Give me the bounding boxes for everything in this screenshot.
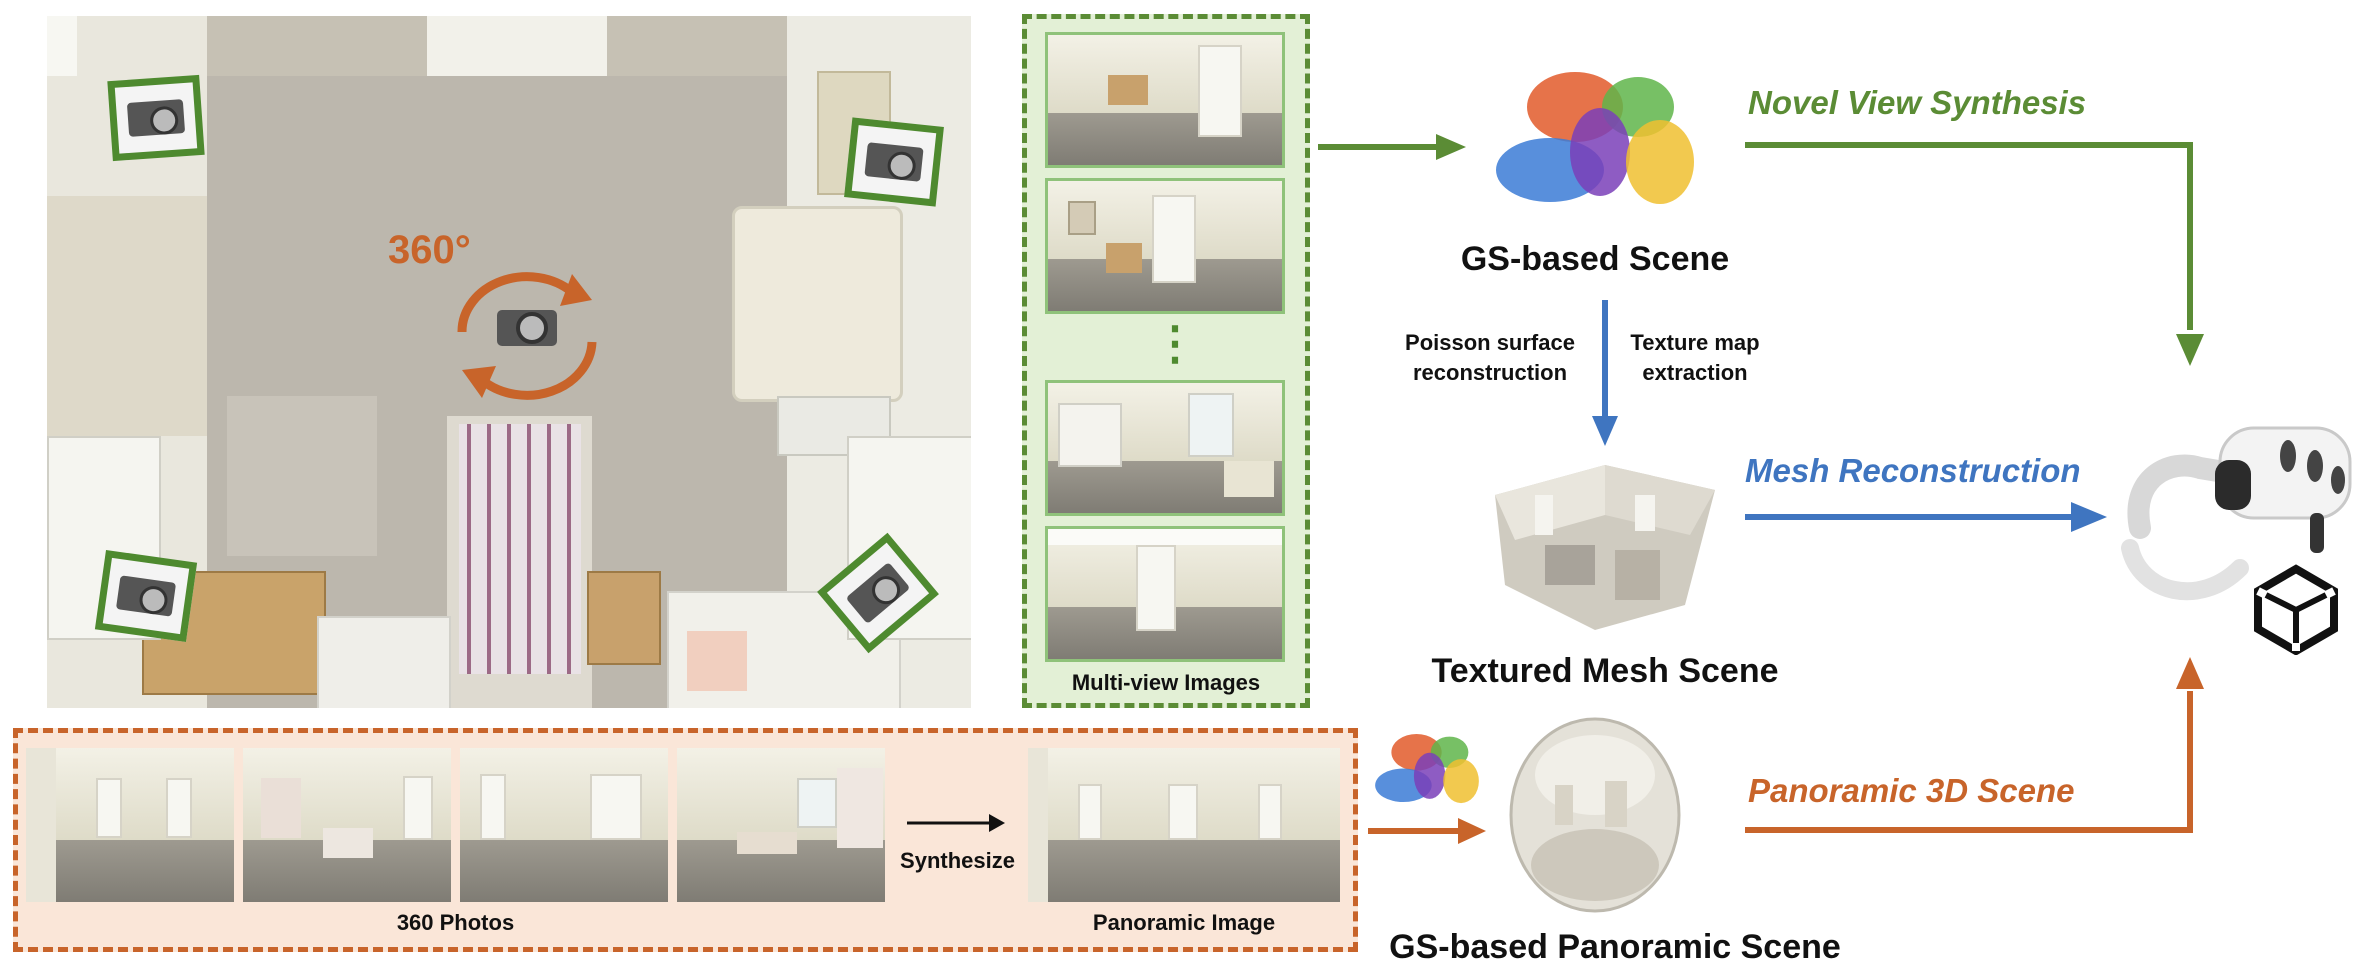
panoramic-sphere-render [1509, 717, 1681, 913]
arrow-to-pano-scene [1368, 818, 1486, 844]
camera-icon [107, 74, 205, 162]
panoramic-image-label: Panoramic Image [1092, 910, 1276, 935]
unity-logo-icon [2254, 564, 2338, 655]
multiview-image [1045, 32, 1285, 168]
multiview-image [1045, 526, 1285, 662]
vr-headset-icon [2121, 426, 2352, 601]
texture-label: Texture map extraction [1630, 330, 1760, 385]
camera-icon [94, 549, 198, 643]
gs-scene-label: GS-based Scene [1460, 240, 1730, 278]
camera-icon [844, 117, 944, 207]
panoramic-image [1028, 748, 1340, 902]
gaussian-splat-icon [1496, 72, 1694, 204]
photo-360 [26, 748, 234, 902]
photos360-label: 360 Photos [396, 910, 515, 935]
photo-360 [243, 748, 451, 902]
panoramic-3d-arrow [1745, 657, 2204, 833]
mesh-reconstruction-arrow [1745, 502, 2107, 532]
rotation-angle-label: 360° [388, 228, 471, 272]
more-images-dots: ⋮ [1152, 317, 1198, 369]
textured-mesh-render [1495, 465, 1715, 630]
panoramic-3d-label: Panoramic 3D Scene [1748, 772, 2075, 809]
arrow-down-to-mesh [1592, 300, 1618, 446]
multiview-image [1045, 178, 1285, 314]
multiview-label: Multi-view Images [1071, 670, 1261, 695]
multiview-image [1045, 380, 1285, 516]
textured-mesh-label: Textured Mesh Scene [1431, 652, 1779, 690]
arrow-to-gs-scene [1318, 134, 1466, 160]
rotate-arrows-icon [457, 272, 597, 400]
photo-360 [677, 748, 885, 902]
synthesize-label: Synthesize [900, 848, 1015, 873]
photo-360 [460, 748, 668, 902]
gaussian-splat-icon [1375, 733, 1479, 804]
novel-view-label: Novel View Synthesis [1748, 84, 2087, 121]
novel-view-arrow [1745, 142, 2204, 366]
mesh-reconstruction-label: Mesh Reconstruction [1745, 452, 2081, 489]
gs-pano-scene-label: GS-based Panoramic Scene [1389, 928, 1841, 966]
synthesize-arrow [907, 814, 1005, 832]
poisson-label: Poisson surface reconstruction [1405, 330, 1575, 385]
